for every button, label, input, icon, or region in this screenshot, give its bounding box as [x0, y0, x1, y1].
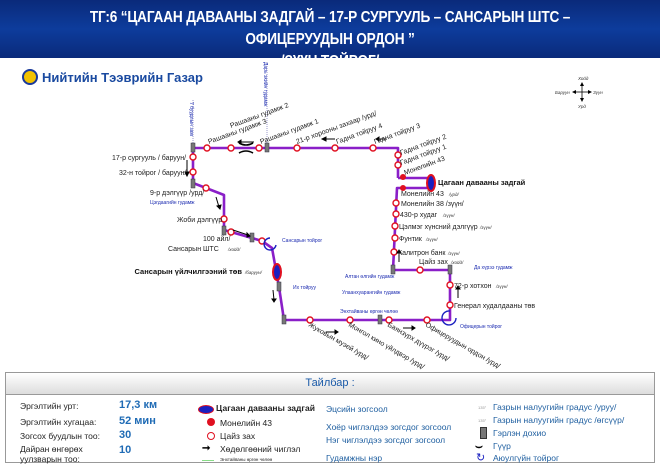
bridge-icon: ⌣ — [475, 439, 483, 453]
brand: Нийтийн Тээврийн Газар — [22, 69, 203, 85]
terminal-icon — [272, 263, 282, 281]
direction-arrow-icon — [184, 136, 461, 335]
stop-label: Монелийн 43 — [401, 190, 444, 198]
street-label: Сансарын тойрог — [282, 237, 322, 244]
street-label: Да хүрээ гудамж — [474, 265, 513, 271]
stop-label: Монелийн 38 /зүүн/ — [401, 200, 464, 208]
stop-label: Цэлмэг хүнсний дэлгүүр — [399, 223, 478, 231]
arrow-icon: ➞ — [202, 443, 211, 454]
stop-count: 30 — [119, 429, 132, 441]
route-time: 52 мин — [119, 415, 156, 427]
svg-text:/зүүн/: /зүүн/ — [479, 225, 492, 230]
legend: Тайлбар : Эргэлтийн урт: 17,3 км Эргэлти… — [5, 372, 655, 464]
street-label: 7 буудлын зам — [188, 102, 194, 136]
street-label: Алтан өлгийн гудамж — [345, 273, 395, 280]
svg-text:/зүүн/: /зүүн/ — [495, 284, 508, 289]
stop-label: 72-р хотхон — [454, 283, 492, 290]
legend-title: Тайлбар : — [6, 373, 654, 395]
street-label: Дарь эхийн гудамж — [262, 62, 269, 107]
stop-label: Фунтик — [399, 236, 423, 243]
stop-label: Генерал худалдааны төв — [454, 303, 535, 310]
svg-text:/зүүн/: /зүүн/ — [447, 251, 460, 256]
stop-label: 17-р сургууль / баруун/ — [112, 154, 186, 162]
terminal-label: Цагаан давааны задгай — [438, 178, 526, 187]
roundabout-icon — [263, 237, 457, 326]
open-stop-icon — [207, 432, 215, 440]
svg-text:/баруун/: /баруун/ — [244, 270, 263, 275]
street-label: Офицерын тойрог — [460, 323, 502, 330]
svg-text:/хойд/: /хойд/ — [227, 246, 241, 252]
street-label: Энхтайваны өргөн чөлөө — [340, 308, 398, 315]
svg-text:Зүүн: Зүүн — [593, 90, 603, 95]
stop-label: 430-р худаг — [400, 212, 438, 219]
route-length: 17,3 км — [119, 399, 158, 411]
stops — [189, 144, 454, 324]
terminal-icon — [198, 405, 214, 414]
stop-label: 100 айл/ — [203, 235, 231, 243]
junction-count: 10 — [119, 444, 132, 456]
filled-stop-icon — [207, 418, 215, 426]
stop-label: Баянзүрх дүүрэг /урд/ — [386, 322, 450, 363]
stop-label: Сансарын ШТС — [168, 246, 219, 253]
logo-icon — [22, 69, 38, 85]
page-title: ТГ:6 “ЦАГААН ДАВААНЫ ЗАДГАЙ – 17-Р СУРГУ… — [0, 0, 660, 70]
route-map: Хойд Урд Баруун Зүүн 7 буудлын зам Дарь … — [112, 62, 603, 371]
street-label: Цэгдаагийн гудамж — [150, 199, 195, 206]
stop-label: Сансарын үйлчилгээний төв — [135, 267, 243, 276]
street-label: Их тойруу — [293, 284, 317, 291]
svg-text:Урд: Урд — [578, 104, 586, 109]
svg-text:/хойд/: /хойд/ — [450, 259, 464, 265]
stop-label: Рашааны гудамж 1 — [259, 118, 319, 146]
roundabout-icon: ↻ — [476, 452, 486, 464]
terminal-icon — [426, 174, 436, 192]
stop-label: Калитрон банк — [398, 249, 446, 257]
stop-label: 32-н тойрог / баруун/ — [119, 169, 186, 177]
stop-label: Жоби дэлгүүр — [177, 216, 222, 224]
svg-text:Баруун: Баруун — [555, 90, 570, 95]
compass-icon: Хойд Урд Баруун Зүүн — [555, 75, 603, 109]
stop-label: 9-р дэлгүүр /урд/ — [150, 190, 204, 197]
svg-text:/урд/: /урд/ — [448, 192, 459, 197]
svg-text:/зүүн/: /зүүн/ — [442, 213, 455, 218]
stop-label: Цайз зах — [419, 258, 448, 266]
traffic-light-icon — [190, 142, 453, 325]
avenue-line-icon — [202, 460, 214, 461]
svg-text:/зүүн/: /зүүн/ — [425, 237, 438, 242]
street-label: Улаанхуарангийн гудамж — [342, 289, 401, 296]
traffic-light-icon — [480, 427, 487, 439]
svg-text:Хойд: Хойд — [577, 75, 589, 81]
